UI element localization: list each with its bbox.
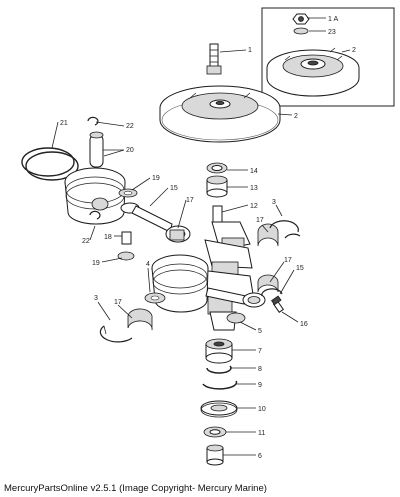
callout-11: 11 <box>258 430 265 437</box>
wrist-pin <box>89 131 104 168</box>
callout-20: 20 <box>126 147 134 154</box>
callout-12: 12 <box>250 203 258 210</box>
bearing-cage-right <box>257 220 301 247</box>
upper-bearing <box>206 175 228 198</box>
rod-bearing-cage-upper <box>169 229 185 241</box>
upper-seal <box>206 162 228 174</box>
piston-rings <box>21 147 79 181</box>
callout-17-right: 17 <box>256 217 264 224</box>
bearing-cage-right-lower <box>257 274 279 293</box>
bearing-cage-left-lower <box>99 308 153 343</box>
washer-4-hole <box>150 295 160 301</box>
callout-3-right: 3 <box>272 199 276 206</box>
callout-1a: 1 A <box>328 16 338 23</box>
retaining-ring-9 <box>202 380 238 390</box>
connecting-rod-lower <box>205 287 266 308</box>
thrust-washer-lower <box>117 251 135 261</box>
callout-10: 10 <box>258 406 266 413</box>
callout-22-upper: 22 <box>126 123 134 130</box>
callout-19-lower: 19 <box>92 260 100 267</box>
snap-ring-8 <box>206 365 232 374</box>
flywheel <box>159 85 281 143</box>
lower-oil-seal <box>203 426 227 438</box>
callout-15-lower: 15 <box>296 265 304 272</box>
lower-roller-bearing <box>206 444 224 466</box>
callout-17-upper: 17 <box>186 197 194 204</box>
piston-lower <box>151 254 209 313</box>
center-seal <box>226 312 246 324</box>
lower-ball-bearing <box>205 338 233 364</box>
callout-23: 23 <box>328 29 336 36</box>
washer-hole <box>123 190 133 196</box>
callout-4: 4 <box>146 261 150 268</box>
callout-22-lower: 22 <box>82 238 90 245</box>
callout-14: 14 <box>250 168 258 175</box>
lock-ring-upper <box>87 116 99 126</box>
callout-2-inset: 2 <box>352 47 356 54</box>
callout-18: 18 <box>104 234 112 241</box>
callout-17-left: 17 <box>114 299 122 306</box>
exploded-parts-diagram: 1 A 23 2 1 2 21 22 20 19 15 17 18 22 19 … <box>21 7 395 466</box>
callout-2: 2 <box>294 113 298 120</box>
inset-flywheel-detail <box>261 7 395 107</box>
callout-19-upper: 19 <box>152 175 160 182</box>
callout-8: 8 <box>258 366 262 373</box>
callout-5: 5 <box>258 328 262 335</box>
copyright-footer: MercuryPartsOnline v2.5.1 (Image Copyrig… <box>4 483 267 494</box>
bearing-washer-plate <box>200 400 238 418</box>
callout-16: 16 <box>300 321 308 328</box>
callout-13: 13 <box>250 185 258 192</box>
callout-labels: 1 A 23 2 1 2 21 22 20 19 15 17 18 22 19 … <box>60 16 356 460</box>
callout-9: 9 <box>258 382 262 389</box>
callout-1: 1 <box>248 47 252 54</box>
callout-15-upper: 15 <box>170 185 178 192</box>
wrist-pin-needle-bearing <box>121 231 132 245</box>
rod-screw <box>271 295 285 313</box>
rod-cap-clip <box>261 288 283 297</box>
piston-upper <box>64 167 126 225</box>
callout-17-right-lower: 17 <box>284 257 292 264</box>
flywheel-bolt <box>206 43 222 75</box>
callout-6: 6 <box>258 453 262 460</box>
callout-21: 21 <box>60 120 68 127</box>
leader-lines <box>51 17 351 456</box>
callout-3-left: 3 <box>94 295 98 302</box>
lock-ring-lower <box>89 210 101 220</box>
callout-7: 7 <box>258 348 262 355</box>
